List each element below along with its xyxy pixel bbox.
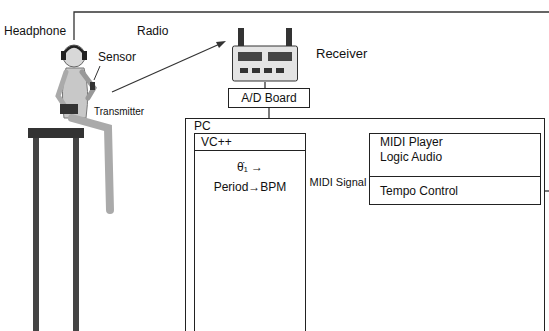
table-top: [28, 128, 84, 138]
figure-label: Sensor: [98, 50, 136, 64]
midi-player-box: MIDI Player Logic AudioTempo Control: [369, 133, 541, 205]
edge-label: MIDI Signal: [309, 176, 368, 188]
person-arm: [58, 72, 66, 108]
sensor: [90, 82, 95, 90]
headphone-cup: [82, 51, 87, 60]
node-text: MIDI Player Logic Audio: [370, 134, 474, 166]
figure-label: Headphone: [4, 24, 66, 38]
person-leg: [72, 118, 110, 210]
transmitter-box: [60, 104, 78, 114]
table-leg: [33, 138, 39, 331]
pc-box: PCVC++ θ̇₁ → Period→BPM MIDI Player Logic …: [185, 118, 545, 331]
receiver-symbol: [232, 28, 298, 82]
person-head: [63, 45, 85, 67]
headphone: [63, 47, 85, 56]
leader-line: [94, 66, 100, 80]
node-text: Tempo Control: [380, 184, 530, 198]
node-text: A/D Board: [233, 91, 305, 105]
headphone-wire: [74, 12, 549, 40]
connector: [268, 108, 269, 118]
person-arm: [82, 72, 94, 98]
tempo-control-box: Tempo Control: [370, 176, 540, 206]
table-leg: [73, 138, 79, 331]
figure-label: Radio: [137, 24, 168, 38]
node-text: Receiver: [316, 46, 367, 61]
node-text: θ̇₁ → Period→BPM: [207, 157, 293, 197]
node-text: PC: [194, 119, 211, 133]
arrowhead: [216, 41, 226, 48]
receiver-device: Receiver: [232, 28, 298, 82]
figure-label: Transmitter: [94, 106, 144, 117]
process-box: A/D Board: [228, 88, 310, 108]
headphone-cup: [61, 51, 66, 60]
software-box: VC++ θ̇₁ → Period→BPM: [194, 133, 306, 331]
node-text: VC++: [195, 134, 305, 151]
